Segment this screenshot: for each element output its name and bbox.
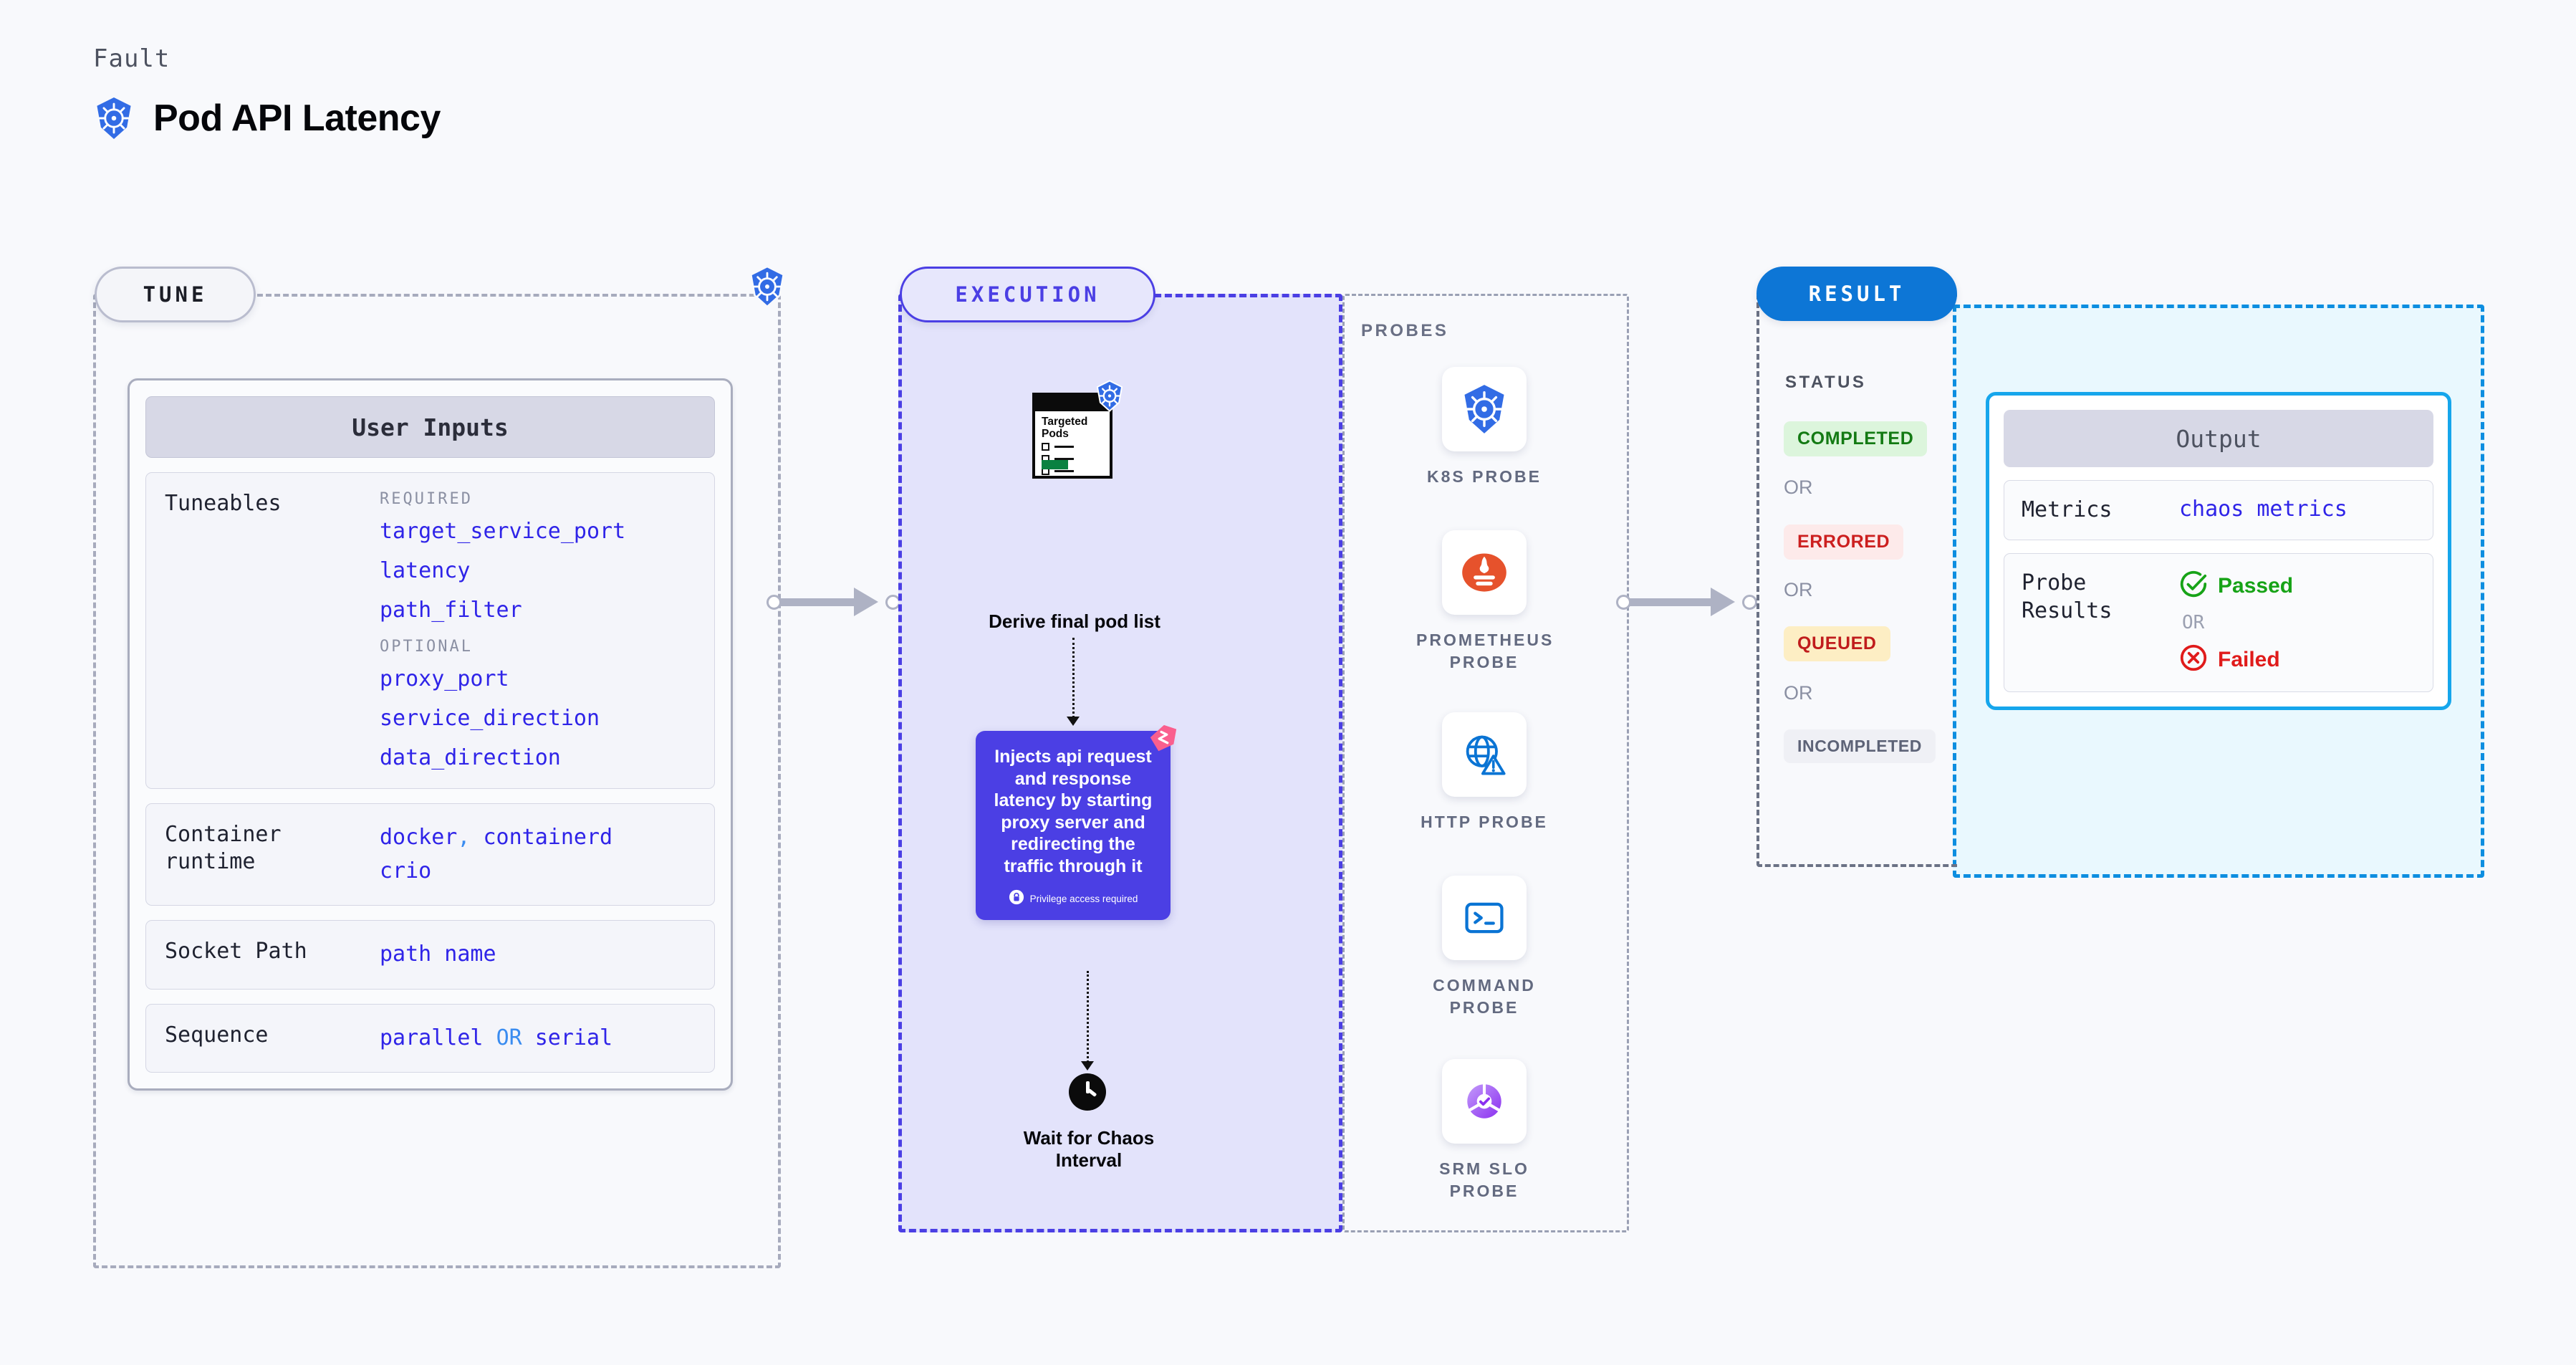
probe-results-label: Probe Results (2022, 570, 2113, 623)
probe-prometheus[interactable]: PROMETHEUS PROBE (1416, 530, 1552, 674)
required-heading: REQUIRED (380, 490, 473, 508)
container-runtime-section: Container runtime docker, containerd cri… (145, 803, 715, 906)
terminal-icon (1442, 876, 1527, 960)
metrics-value[interactable]: chaos metrics (2179, 497, 2347, 522)
output-card: Output Metrics chaos metrics Probe Resul… (1986, 392, 2451, 711)
connector-execution-to-result (1616, 588, 1767, 616)
check-circle-icon (2179, 570, 2208, 602)
runtime-separator: , (457, 825, 471, 850)
sequence-label: Sequence (165, 1022, 269, 1048)
status-or-2: OR (1784, 579, 1813, 600)
tune-stage-pill[interactable]: TUNE (95, 267, 256, 322)
runtime-containerd[interactable]: containerd (483, 825, 613, 850)
sequence-conjunction: OR (496, 1025, 522, 1050)
inject-latency-card: Injects api request and response latency… (976, 724, 1177, 920)
passed-label: Passed (2218, 573, 2294, 598)
status-badge-errored: ERRORED (1784, 525, 1904, 560)
tune-stage-boundary (93, 294, 781, 1268)
user-inputs-card: User Inputs Tuneables REQUIRED target_se… (128, 378, 733, 1091)
targeted-pods-document: Targeted Pods (1032, 380, 1123, 479)
derive-pod-list-caption: Derive final pod list (989, 610, 1160, 632)
status-badge-completed: COMPLETED (1784, 421, 1928, 456)
tuneable-path-filter[interactable]: path_filter (380, 598, 522, 623)
status-or-3: OR (1784, 682, 1813, 704)
page-title: Pod API Latency (153, 97, 441, 139)
eyebrow-label: Fault (93, 44, 170, 73)
probe-result-passed: Passed (2179, 570, 2293, 602)
socket-path-value[interactable]: path name (380, 942, 496, 967)
harness-ribbon-icon (1150, 724, 1177, 752)
srm-slo-icon (1442, 1059, 1527, 1144)
container-runtime-label: Container runtime (165, 822, 282, 875)
tuneable-proxy-port[interactable]: proxy_port (380, 666, 509, 691)
probe-command[interactable]: COMMAND PROBE (1416, 876, 1552, 1019)
tuneable-service-direction[interactable]: service_direction (380, 706, 600, 731)
execution-stage-pill[interactable]: EXECUTION (900, 267, 1155, 322)
tuneable-latency[interactable]: latency (380, 558, 471, 583)
inject-description: Injects api request and response latency… (994, 747, 1153, 876)
clock-icon (1069, 1073, 1106, 1111)
optional-heading: OPTIONAL (380, 638, 473, 656)
metrics-row: Metrics chaos metrics (2004, 480, 2433, 541)
targeted-pods-title: Targeted Pods (1042, 416, 1088, 441)
list-item (1042, 443, 1074, 451)
connector-derive-to-inject (1072, 638, 1075, 718)
sequence-parallel[interactable]: parallel (380, 1025, 484, 1050)
runtime-crio[interactable]: crio (380, 858, 432, 883)
wait-clock-node (1069, 1073, 1106, 1111)
metrics-label: Metrics (2022, 497, 2113, 522)
result-stage-pill[interactable]: RESULT (1756, 267, 1957, 321)
tuneables-section: Tuneables REQUIRED target_service_port l… (145, 472, 715, 789)
globe-warning-icon (1442, 712, 1527, 797)
kubernetes-icon (93, 96, 135, 140)
probe-label: SRM SLO PROBE (1439, 1159, 1529, 1201)
status-badge-incompleted: INCOMPLETED (1784, 729, 1936, 763)
x-circle-icon (2179, 643, 2208, 676)
connector-inject-to-wait (1087, 971, 1089, 1063)
status-heading: STATUS (1785, 373, 1867, 392)
probe-http[interactable]: HTTP PROBE (1416, 712, 1552, 833)
probe-results-row: Probe Results Passed OR (2004, 553, 2433, 693)
status-or-1: OR (1784, 476, 1813, 498)
probe-k8s[interactable]: K8S PROBE (1416, 367, 1552, 488)
privilege-badge: Privilege access required (987, 889, 1159, 909)
runtime-docker[interactable]: docker (380, 825, 458, 850)
probe-label: PROMETHEUS PROBE (1416, 631, 1554, 672)
page-header: Fault Pod API Latency (93, 44, 441, 140)
probe-label: K8S PROBE (1427, 467, 1542, 486)
kubernetes-icon (747, 265, 787, 312)
arrowhead-icon (1067, 717, 1080, 726)
output-title: Output (2004, 410, 2433, 467)
sequence-section: Sequence parallel OR serial (145, 1003, 715, 1073)
probes-boundary (1342, 294, 1629, 1232)
socket-path-label: Socket Path (165, 939, 307, 964)
probe-result-failed: Failed (2179, 643, 2293, 676)
status-badge-queued: QUEUED (1784, 626, 1890, 661)
sequence-serial[interactable]: serial (534, 1025, 613, 1050)
doc-green-bar (1042, 460, 1068, 469)
title-row: Pod API Latency (93, 96, 441, 140)
kubernetes-icon (1095, 380, 1125, 416)
tuneable-data-direction[interactable]: data_direction (380, 745, 561, 770)
failed-label: Failed (2218, 647, 2280, 671)
probe-label: HTTP PROBE (1421, 813, 1548, 831)
connector-tune-to-execution (766, 588, 910, 616)
probe-srm-slo[interactable]: SRM SLO PROBE (1416, 1059, 1552, 1202)
tuneable-target-service-port[interactable]: target_service_port (380, 519, 626, 544)
probe-label: COMMAND PROBE (1433, 976, 1536, 1017)
arrowhead-icon (1081, 1061, 1094, 1071)
prometheus-icon (1442, 530, 1527, 615)
kubernetes-icon (1442, 367, 1527, 451)
probe-result-or: OR (2182, 612, 2205, 634)
socket-path-section: Socket Path path name (145, 920, 715, 990)
wait-interval-caption: Wait for Chaos Interval (1023, 1127, 1155, 1172)
tuneables-label: Tuneables (165, 491, 282, 516)
probes-heading: PROBES (1361, 321, 1449, 340)
lock-icon (1009, 889, 1024, 909)
privilege-note: Privilege access required (1029, 894, 1138, 904)
user-inputs-title: User Inputs (145, 396, 715, 458)
